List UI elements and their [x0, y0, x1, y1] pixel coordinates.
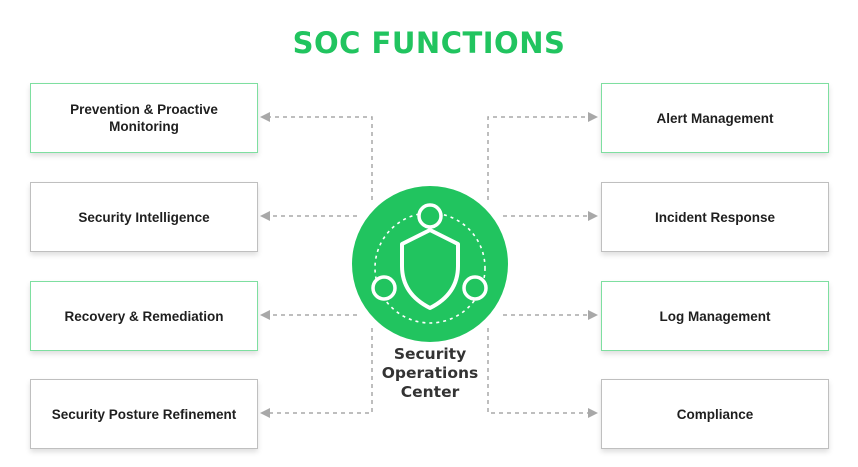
- shield-icon: [371, 203, 488, 324]
- function-label: Incident Response: [654, 209, 776, 225]
- function-box-compliance: Compliance: [601, 379, 829, 449]
- connector-left-1: [260, 112, 373, 200]
- connector-right-1: [487, 112, 598, 200]
- function-box-incident-response: Incident Response: [601, 182, 829, 252]
- function-box-prevention: Prevention & Proactive Monitoring: [30, 83, 258, 153]
- function-label: Log Management: [659, 308, 771, 324]
- function-label: Security Posture Refinement: [51, 406, 237, 422]
- function-label: Prevention & Proactive Monitoring: [70, 102, 218, 134]
- function-label: Alert Management: [656, 110, 774, 126]
- function-label: Recovery & Remediation: [64, 308, 224, 324]
- hub-label: Security Operations Center: [381, 345, 479, 401]
- function-box-alert-management: Alert Management: [601, 83, 829, 153]
- function-label: Compliance: [676, 406, 754, 422]
- function-label: Security Intelligence: [78, 209, 210, 225]
- function-box-posture: Security Posture Refinement: [30, 379, 258, 449]
- function-box-log-management: Log Management: [601, 281, 829, 351]
- diagram-title: SOC FUNCTIONS: [292, 26, 566, 60]
- soc-hub: [352, 186, 508, 342]
- function-box-recovery: Recovery & Remediation: [30, 281, 258, 351]
- function-box-security-intelligence: Security Intelligence: [30, 182, 258, 252]
